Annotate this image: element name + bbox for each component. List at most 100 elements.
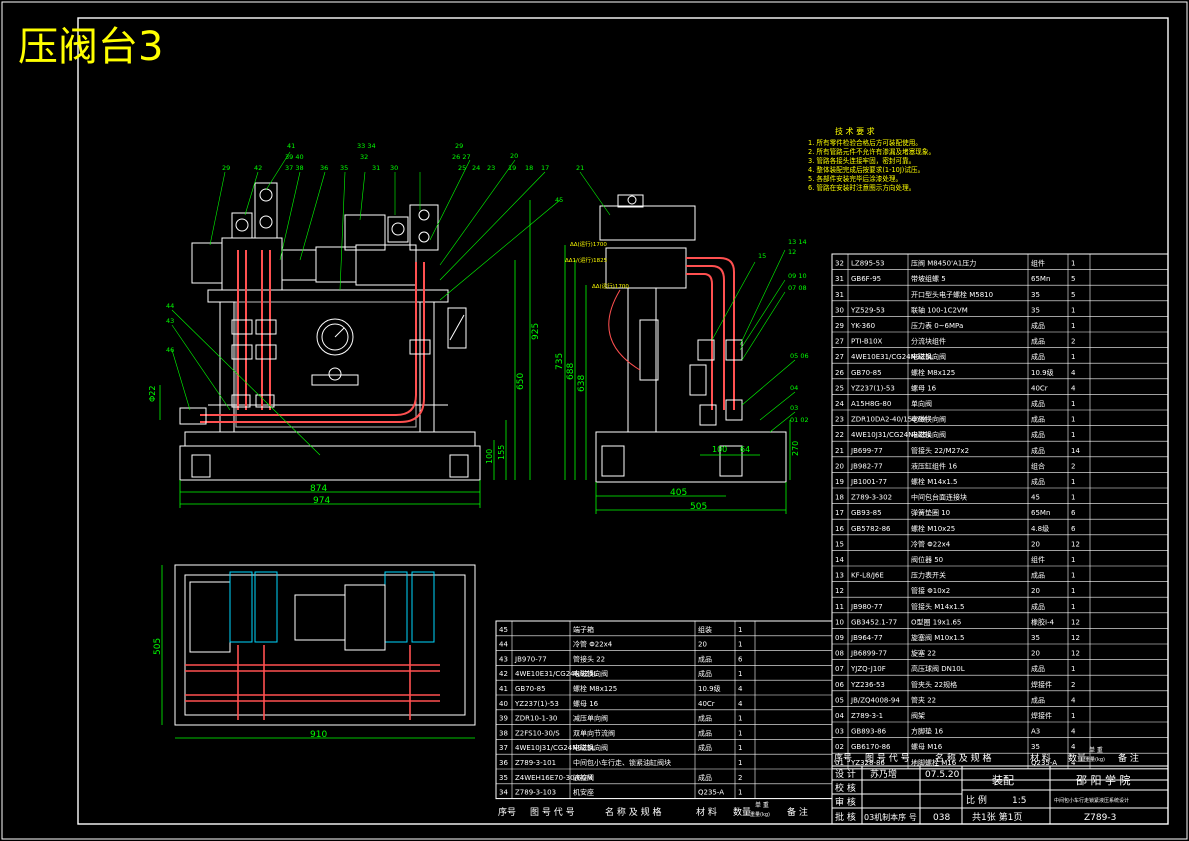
- bom-cell: 组件: [1031, 555, 1045, 564]
- bom-cell: 分流块组件: [911, 337, 946, 346]
- balloon-label: 31: [372, 164, 380, 172]
- bom-cell: GB93-85: [851, 509, 882, 517]
- bom-cell: 25: [835, 384, 844, 392]
- balloon-label: 41: [287, 142, 295, 150]
- plan-frame: [174, 564, 476, 726]
- bom-cell: 成品: [698, 728, 712, 737]
- bom-cell: 成品: [1031, 321, 1045, 330]
- approve-label: 批 核: [835, 811, 856, 823]
- bom-header-unit-weight: 单 重: [755, 801, 769, 809]
- balloon-label: 17: [541, 164, 549, 172]
- bom-cell: 1: [1071, 572, 1075, 580]
- tech-note-line: 3. 管路各接头连接牢固，密封可靠。: [808, 156, 915, 165]
- bom-cell: 旋塞 22: [911, 649, 936, 658]
- bom-cell: 40Cr: [1031, 384, 1048, 392]
- scale-label: 比 例: [966, 794, 987, 806]
- bom-cell: 端子箱: [573, 625, 594, 634]
- balloon-label: 39 40: [285, 153, 304, 161]
- balloon-label: 26 27: [452, 153, 471, 161]
- balloon-label: 24: [472, 164, 480, 172]
- dim-front-925: 925: [531, 323, 541, 340]
- bom-cell: Z2FS10-30/S: [515, 729, 560, 737]
- bom-cell: 成品: [1031, 477, 1045, 486]
- dim-side-405: 405: [670, 488, 687, 498]
- bom-cell: 43: [499, 655, 508, 663]
- bom-cell: 成品: [1031, 446, 1045, 455]
- bom-cell: ZDR10-1-30: [515, 715, 557, 723]
- bom-cell: 05: [835, 696, 844, 704]
- bom-cell: 4: [738, 700, 743, 708]
- bom-cell: Q235-A: [698, 789, 724, 797]
- bom-cell: 20: [698, 641, 707, 649]
- bom-cell: 6: [738, 655, 743, 663]
- bom-cell: 单向阀: [911, 399, 932, 408]
- bom-cell: 17: [835, 509, 844, 517]
- bom-cell: 电磁换向阀: [911, 430, 946, 439]
- bom-cell: 13: [835, 572, 844, 580]
- bom-cell: 螺栓 M8x125: [911, 368, 955, 377]
- bom-header-unit-weight: 单 重: [1089, 746, 1103, 754]
- bom-cell: 地脚螺栓 M16: [911, 758, 957, 767]
- bom-cell: 1: [738, 670, 742, 678]
- bom-cell: 开口型头电子螺栓 M5810: [911, 290, 993, 299]
- bom-cell: 橡胶I-4: [1031, 617, 1055, 626]
- side-balloons: [579, 171, 796, 433]
- bom-cell: O型圈 19x1.65: [911, 617, 961, 626]
- bom-cell: 螺母 16: [573, 699, 599, 708]
- side-annotation: ΔΔ1/(运行)1825: [565, 256, 608, 264]
- drawing-number: Z789-3: [1084, 813, 1116, 823]
- column-left: [219, 301, 235, 433]
- bom-cell: 螺母 M16: [911, 742, 943, 751]
- balloon-label: 45: [555, 196, 563, 204]
- bom-cell: 成品: [1031, 399, 1045, 408]
- bom-cell: 04: [835, 712, 844, 720]
- bom-cell: GB3452.1-77: [851, 618, 897, 626]
- side-annotation: ΔΔ(运行)1700: [570, 240, 607, 248]
- balloon-label: 20: [510, 152, 518, 160]
- bom-cell: 16: [835, 525, 844, 533]
- bom-cell: 成品: [1031, 664, 1045, 673]
- bom-cell: 高压球阀 DN10L: [911, 664, 965, 673]
- bom-cell: 45: [1031, 494, 1040, 502]
- bom-cell: 4WE10E31/CG24N9Z5L: [515, 670, 598, 678]
- bom-cell: 成品: [1031, 430, 1045, 439]
- bom-cell: 08: [835, 650, 844, 658]
- balloon-label: 21: [576, 164, 584, 172]
- bom-cell: YJZQ-J10F: [850, 665, 886, 673]
- bom-cell: 1: [1071, 260, 1075, 268]
- plan-valve: [384, 571, 408, 643]
- bom-cell: JB980-77: [850, 603, 883, 611]
- balloon-label: 01 02: [790, 416, 809, 424]
- drawing-title: 压阀台3: [18, 24, 163, 70]
- bom-header-seq: 序号: [498, 806, 516, 818]
- balloon-label: 29: [222, 164, 230, 172]
- side-column: [627, 287, 657, 433]
- bom-cell: 26: [835, 369, 844, 377]
- side-annotation: ΔΔ(运行)1700: [592, 282, 629, 290]
- balloon-label: 05 06: [790, 352, 809, 360]
- bom-cell: 06: [835, 681, 844, 689]
- bom-cell: 成品: [1031, 337, 1045, 346]
- bom-cell: 01: [835, 759, 844, 767]
- bom-cell: 27: [835, 338, 844, 346]
- side-view: [564, 194, 791, 514]
- bom-cell: 成品: [698, 743, 712, 752]
- bom-cell: 电磁换向阀: [911, 352, 946, 361]
- bom-header-code: 图 号 代 号: [865, 753, 910, 764]
- bom-cell: JB964-77: [850, 634, 883, 642]
- bom-cell: 1: [738, 715, 742, 723]
- bom-cell: 65Mn: [1031, 509, 1050, 517]
- drawing-name: 装配: [992, 774, 1014, 787]
- bom-cell: GB893-86: [851, 728, 887, 736]
- bom-cell: 30: [835, 306, 844, 314]
- bom-cell: Q235-A: [1031, 759, 1057, 767]
- school-name: 邵 阳 学 院: [1076, 773, 1131, 787]
- bom-cell: GB6F-95: [851, 275, 881, 283]
- bom-cell: 29: [835, 322, 844, 330]
- bom-cell: 中间包台面连接块: [911, 493, 967, 502]
- bom-cell: 6: [1071, 509, 1076, 517]
- balloon-label: 13 14: [788, 238, 807, 246]
- bom-cell: 1: [1071, 400, 1075, 408]
